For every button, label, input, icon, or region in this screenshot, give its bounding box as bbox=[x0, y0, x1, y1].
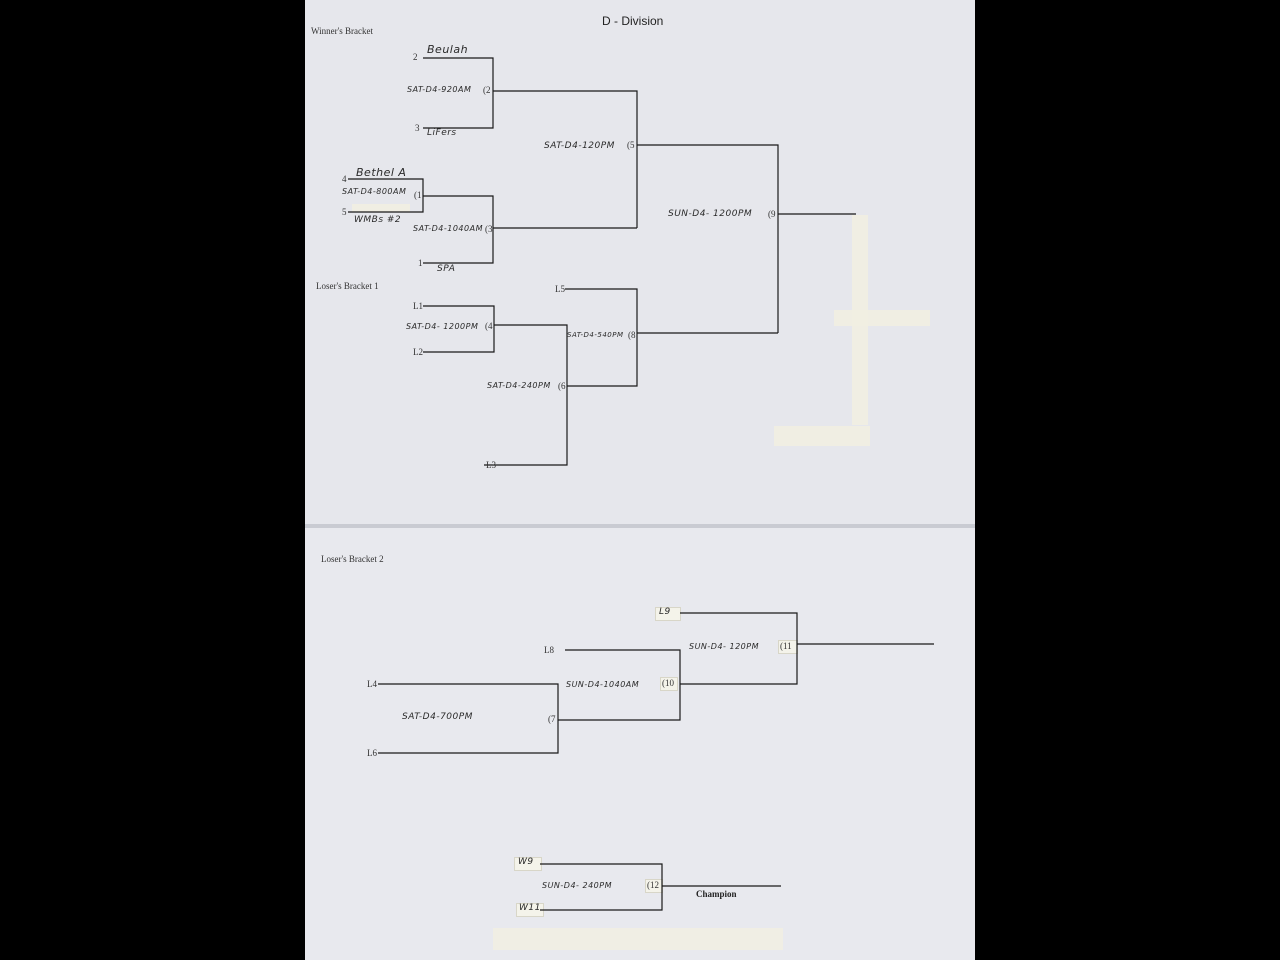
game-number: (6 bbox=[558, 381, 566, 391]
game-time: SAT-D4-800AM bbox=[342, 187, 407, 196]
game-number: (3 bbox=[485, 224, 493, 234]
bracket-sheet-bottom bbox=[305, 527, 975, 960]
bracket-game-11-line bbox=[680, 612, 798, 685]
game-time: SAT-D4-920AM bbox=[407, 85, 472, 94]
bracket-game-2-line bbox=[423, 57, 494, 129]
bracket-game-3-line bbox=[423, 195, 494, 264]
feed-label: W9 bbox=[518, 857, 534, 867]
game-time: SAT-D4- 1200PM bbox=[406, 322, 479, 331]
seed-number: 1 bbox=[418, 258, 423, 268]
team-name: Beulah bbox=[427, 43, 469, 56]
game-number: (10 bbox=[662, 678, 674, 688]
seed-number: 2 bbox=[413, 52, 418, 62]
feed-label: L5 bbox=[555, 284, 565, 294]
game-time: SUN-D4- 120PM bbox=[689, 642, 759, 651]
feed-label: L3 bbox=[486, 460, 496, 470]
game-number: (4 bbox=[485, 321, 493, 331]
seed-number: 3 bbox=[415, 123, 420, 133]
game-time: SUN-D4- 1200PM bbox=[668, 209, 753, 219]
feed-label: L8 bbox=[544, 645, 554, 655]
game-time: SAT-D4-700PM bbox=[402, 712, 473, 722]
bracket-game-7-line bbox=[378, 683, 559, 754]
game-number: (7 bbox=[548, 714, 556, 724]
feed-label: L6 bbox=[367, 748, 377, 758]
bracket-connector bbox=[493, 90, 638, 228]
feed-label: L2 bbox=[413, 347, 423, 357]
game-number: (8 bbox=[628, 330, 636, 340]
game-time: SAT-D4-240PM bbox=[487, 381, 551, 390]
game-number: (2 bbox=[483, 85, 491, 95]
feed-label: W11 bbox=[519, 903, 541, 913]
page-seam bbox=[305, 524, 975, 528]
feed-label: L4 bbox=[367, 679, 377, 689]
feed-label: L9 bbox=[659, 607, 671, 617]
team-name: WMBs #2 bbox=[354, 215, 402, 225]
tape-strip bbox=[352, 204, 410, 212]
bracket-game-6-line bbox=[484, 324, 568, 466]
tape-tag bbox=[655, 607, 681, 621]
tape-strip bbox=[834, 310, 930, 326]
tape-strip bbox=[493, 928, 783, 950]
section-label-losers-1: Loser's Bracket 1 bbox=[316, 281, 379, 291]
team-name: Bethel A bbox=[356, 166, 407, 179]
seed-number: 4 bbox=[342, 174, 347, 184]
game-time: SUN-D4-1040AM bbox=[566, 680, 640, 689]
game-number: (9 bbox=[768, 209, 776, 219]
game-time: SAT-D4-120PM bbox=[544, 141, 615, 151]
champion-label: Champion bbox=[696, 889, 737, 899]
team-name: SPA bbox=[437, 264, 456, 274]
game-number: (5 bbox=[627, 140, 635, 150]
game-number: (1 bbox=[414, 190, 422, 200]
feed-label: L1 bbox=[413, 301, 423, 311]
bracket-game-12-line bbox=[540, 863, 663, 911]
game-time: SUN-D4- 240PM bbox=[542, 881, 612, 890]
seed-number: 5 bbox=[342, 207, 347, 217]
bracket-game-4-line bbox=[423, 305, 495, 353]
team-name: LiFers bbox=[427, 128, 457, 138]
bracket-game-10-line bbox=[558, 649, 681, 721]
section-label-winners: Winner's Bracket bbox=[311, 26, 373, 36]
game-time: SAT-D4-1040AM bbox=[413, 224, 483, 233]
tape-tag bbox=[660, 677, 678, 691]
tape-strip bbox=[774, 426, 870, 446]
game-time: SAT-D4-540PM bbox=[567, 331, 624, 339]
section-label-losers-2: Loser's Bracket 2 bbox=[321, 554, 384, 564]
page-title: D - Division bbox=[602, 14, 664, 28]
bracket-game-8-line bbox=[565, 288, 638, 387]
bracket-game-9-line bbox=[637, 144, 779, 333]
game-number: (12 bbox=[647, 880, 659, 890]
game-number: (11 bbox=[780, 641, 792, 651]
